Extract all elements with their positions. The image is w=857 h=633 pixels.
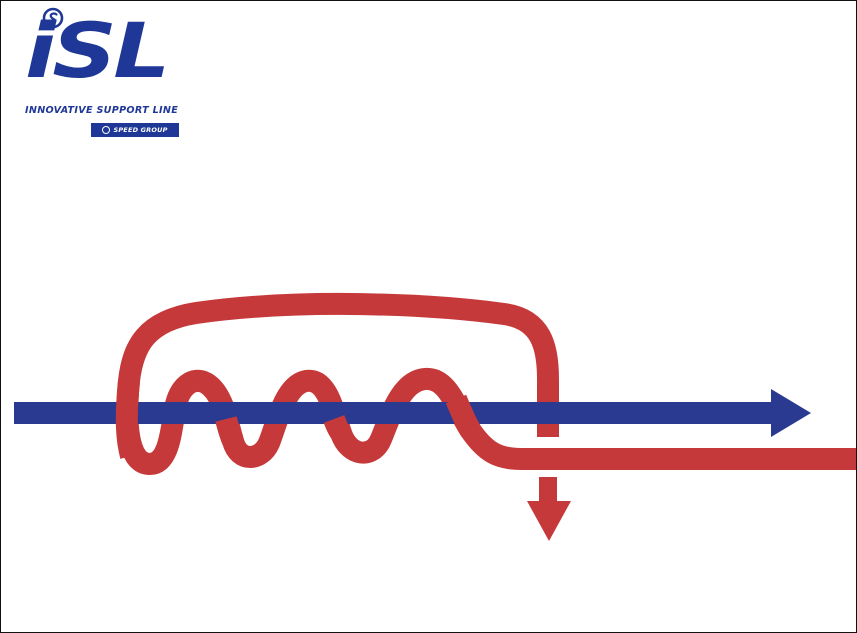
speed-group-icon xyxy=(102,126,111,134)
red-front-crossing-1 xyxy=(115,379,142,459)
logo-tagline: INNOVATIVE SUPPORT LINE xyxy=(25,105,179,116)
red-front-crossing-2 xyxy=(215,416,243,446)
logo-wordmark: iSL xyxy=(25,6,170,95)
red-loop-strand xyxy=(116,292,856,475)
red-front-crossing-3 xyxy=(323,415,350,441)
logo-badge-label: SPEED GROUP xyxy=(113,126,168,134)
swirl-circle-icon xyxy=(42,7,64,29)
arrow-down-icon xyxy=(527,501,571,541)
arrow-right-icon xyxy=(771,389,811,437)
red-front-crossing-4 xyxy=(445,394,481,438)
isl-logo: iSL INNOVATIVE SUPPORT LINE SPEED GROUP xyxy=(23,5,198,141)
logo-badge: SPEED GROUP xyxy=(91,123,179,137)
